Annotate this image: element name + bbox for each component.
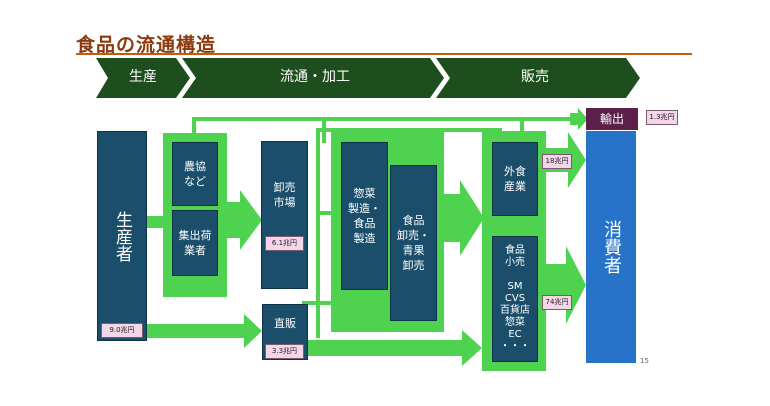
top-drop-line-oroshi [192,117,196,143]
export-amount-badge: 1.3兆円 [646,110,678,125]
stage-band [96,58,640,98]
direct-amount-badge: 3.3兆円 [265,344,304,359]
title-divider [76,53,692,55]
producer-box: 生産者 [97,131,147,341]
arrow-processing-to-sales [444,180,484,256]
consumer-box: 消費者 [586,131,636,363]
restaurant-amount-badge: 18兆円 [542,154,572,169]
top-connector-line [192,117,582,121]
producer-amount-badge: 9.0兆円 [101,323,143,338]
stage-label-sales: 販売 [521,69,549,85]
page-title: 食品の流通構造 [76,34,217,56]
oroshi-shijo-box: 卸売 市場 [261,141,308,289]
export-box: 輸出 [586,108,638,130]
stage-label-production: 生産 [129,69,157,85]
arrow-producer-to-direct [146,314,262,348]
market-amount-badge: 6.1兆円 [265,236,304,251]
arrow-retail-to-consumer [544,246,586,324]
page-number: 15 [640,357,649,365]
mid-connector-vertical [316,128,320,338]
nokyo-box: 農協 など [172,142,218,206]
gaishoku-box: 外食 産業 [492,142,538,216]
arrow-to-export [570,108,588,130]
arrow-shukka-to-market [226,190,262,250]
stage-chevron-production [96,58,190,98]
stage-chevron-sales [436,58,640,98]
top-drop-line-restaurant [520,117,524,141]
shukka-box: 集出荷 業者 [172,210,218,276]
sozai-box: 惣菜 製造・ 食品 製造 [341,142,388,290]
arrow-direct-to-retail [302,330,482,366]
stage-chevron-distribution [182,58,444,98]
food-wholesale-box: 食品 卸売・ 青果 卸売 [390,165,437,321]
upper-connector-line [316,128,502,132]
retail-amount-badge: 74兆円 [542,295,572,310]
kouri-box: 食品 小売 SM CVS 百貨店 惣菜 EC ・・・ [492,236,538,362]
stage-label-distribution: 流通・加工 [280,69,350,85]
